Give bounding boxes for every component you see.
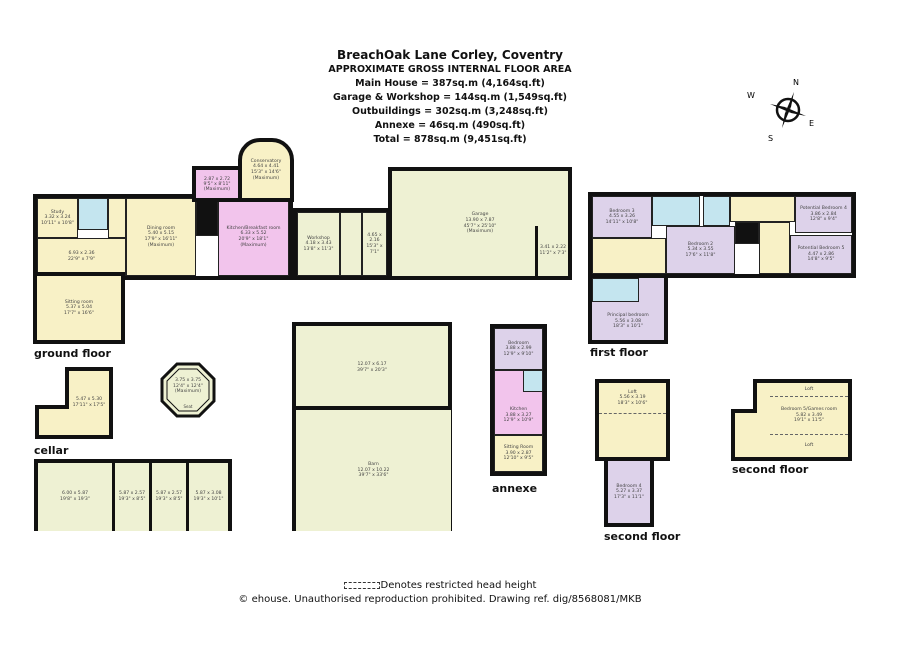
area-garage-workshop: Garage & Workshop = 144sq.m (1,549sq.ft) [332, 92, 567, 103]
label-second-floor-right: second floor [732, 463, 809, 476]
room-utility: 2.87 x 2.72 9'5" x 8'11" (Maximum) [192, 166, 242, 202]
gazebo-seat: Seat [183, 404, 193, 409]
room-loft-top: Loft [770, 383, 848, 397]
room-games: Bedroom 5/Games room 5.82 x 3.49 19'1" x… [770, 397, 848, 434]
room-store-2: 4.65 x 2.16 15'3" x 7'1" [362, 212, 387, 276]
room-landing-2 [730, 196, 795, 222]
room-cloakroom [78, 198, 108, 230]
room-dining: Dining room 5.40 x 5.15 17'9" x 16'11" (… [126, 198, 196, 276]
room-loft-bottom: Loft [770, 434, 848, 457]
legend: Denotes restricted head height [200, 580, 680, 591]
compass-e: E [809, 119, 815, 128]
property-address: BreachOak Lane Corley, Coventry [337, 48, 563, 62]
copyright: © ehouse. Unauthorised reproduction proh… [238, 594, 642, 605]
compass-n: N [793, 78, 799, 87]
label-annexe: annexe [492, 482, 538, 495]
room-loft-left: Loft 5.56 x 3.19 18'3" x 10'6" [599, 383, 666, 413]
room-outbuilding-2: 5.87 x 2.57 19'3" x 8'5" [115, 463, 152, 531]
cellar-stairs [35, 405, 69, 439]
area-total: Total = 878sq.m (9,451sq.ft) [373, 134, 527, 145]
room-bedroom-2: Bedroom 2 5.34 x 3.55 17'6" x 11'8" [666, 226, 735, 274]
label-ground-floor: ground floor [34, 347, 111, 360]
room-study: Study 3.32 x 3.24 10'11" x 10'8" [37, 198, 78, 238]
chimney-stack [196, 198, 218, 236]
label-cellar: cellar [34, 444, 69, 457]
ground-floor-outline [33, 194, 293, 280]
room-shower-room [703, 196, 730, 226]
room-gazebo: 3.75 x 3.75 12'4" x 12'4" (Maximum) Seat [160, 362, 216, 418]
legend-text: Denotes restricted head height [380, 580, 537, 591]
room-landing-3 [759, 222, 790, 274]
gazebo-dimensions: 3.75 x 3.75 12'4" x 12'4" (Maximum) [173, 378, 203, 395]
room-annexe-bedroom: Bedroom 3.88 x 2.99 12'9" x 9'10" [494, 328, 543, 370]
restricted-height-line [599, 413, 666, 414]
restricted-height-icon [343, 581, 380, 589]
room-annexe-sitting: Sitting Room 3.90 x 2.87 12'10" x 9'5" [494, 435, 543, 472]
room-bedroom-3: Bedroom 3 4.55 x 3.26 14'11" x 10'8" [592, 196, 652, 238]
room-barn-upper: 12.07 x 6.17 39'7" x 20'3" [292, 322, 452, 410]
room-outbuilding-4: 5.87 x 3.08 19'3" x 10'1" [189, 463, 228, 531]
room-sitting: Sitting room 5.37 x 5.04 17'7" x 16'6" [33, 272, 125, 344]
annexe-outline [490, 324, 547, 476]
outbuildings-row [34, 459, 232, 531]
stairwell [735, 222, 759, 244]
first-floor-outline [588, 192, 856, 278]
area-subtitle: APPROXIMATE GROSS INTERNAL FLOOR AREA [328, 64, 572, 75]
room-outbuilding-1: 6.00 x 5.87 19'8" x 19'3" [38, 463, 115, 531]
area-outbuildings: Outbuildings = 302sq.m (3,248sq.ft) [352, 106, 548, 117]
room-potential-bedroom-5: Potential Bedroom 5 4.47 x 2.86 14'8" x … [790, 235, 852, 274]
room-store [340, 212, 362, 276]
compass-w: W [747, 91, 755, 100]
room-conservatory: Conservatory 4.64 x 4.41 15'3" x 14'6" (… [238, 138, 294, 202]
room-workshop: Workshop 4.18 x 3.43 13'8" x 11'3" [297, 212, 340, 276]
room-cellar: 5.47 x 5.30 17'11" x 17'5" [65, 367, 113, 439]
room-potential-bedroom-4: Potential Bedroom 4 3.86 x 2.84 12'8" x … [795, 196, 852, 233]
label-first-floor: first floor [590, 346, 648, 359]
room-annexe-shower [523, 370, 543, 392]
room-ensuite [592, 278, 639, 302]
second-floor-right-cutout [731, 379, 757, 413]
room-hall: 6.93 x 2.36 22'9" x 7'9" [37, 238, 126, 276]
label-second-floor-left: second floor [604, 530, 681, 543]
compass-s: S [768, 134, 774, 143]
room-outbuilding-3: 5.87 x 2.57 19'3" x 8'5" [152, 463, 189, 531]
room-bedroom-4: Bedroom 4 5.27 x 3.37 17'3" x 11'1" [604, 457, 654, 527]
room-landing [592, 238, 666, 274]
compass-icon: N E S W [747, 78, 820, 143]
room-lobby [108, 198, 126, 238]
area-main-house: Main House = 387sq.m (4,164sq.ft) [355, 78, 545, 89]
room-bathroom [652, 196, 700, 226]
room-barn: Barn 12.07 x 10.22 39'7" x 33'6" [292, 406, 452, 531]
room-garage-store: 3.41 x 2.22 11'2" x 7'3" [535, 226, 568, 276]
area-annexe: Annexe = 46sq.m (490sq.ft) [374, 120, 526, 131]
room-kitchen-breakfast: Kitchen/Breakfast room 6.33 x 5.52 20'9"… [218, 198, 289, 276]
